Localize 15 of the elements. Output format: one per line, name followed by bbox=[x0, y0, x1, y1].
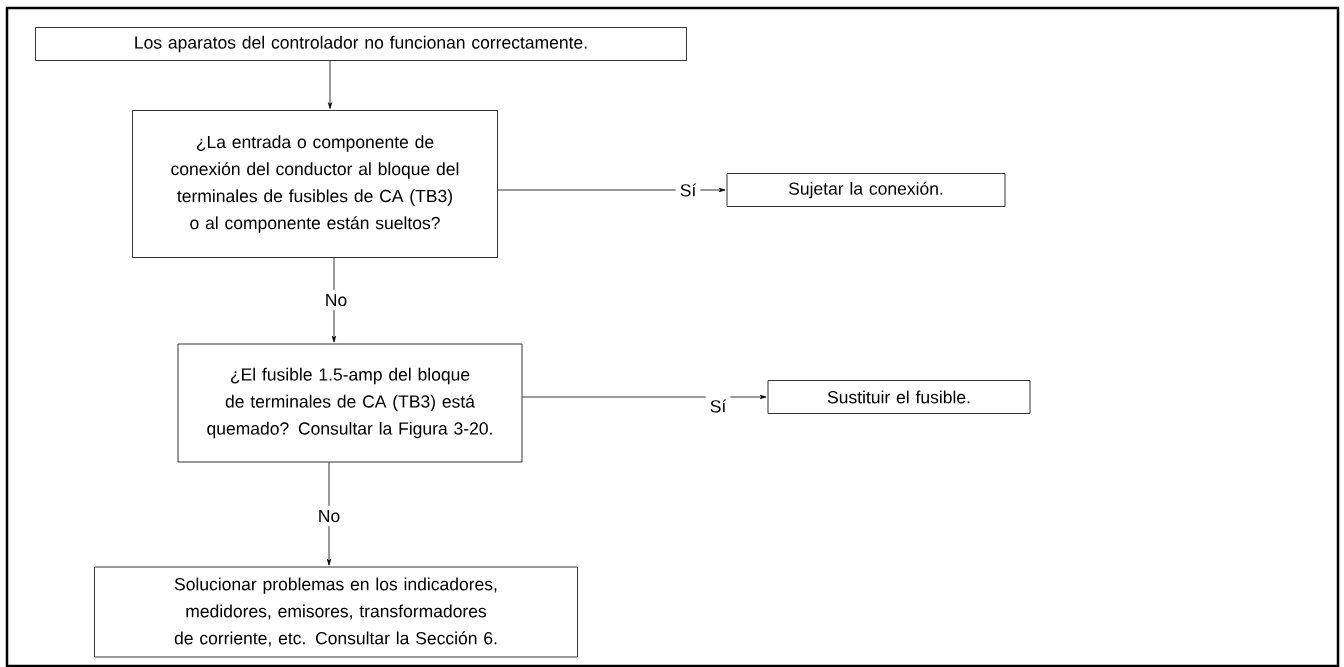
arrow bbox=[326, 462, 332, 566]
process-box: Sujetar la conexión. bbox=[726, 173, 1006, 207]
arrow bbox=[522, 394, 767, 400]
arrow bbox=[497, 187, 726, 193]
process-box: Sustituir el fusible. bbox=[767, 380, 1031, 414]
edge-label: No bbox=[320, 289, 352, 311]
edge-label: Sí bbox=[705, 395, 731, 417]
process-box: ¿La entrada o componente de conexión del conductor al bloque del terminales de fusibles de CA (TB3) o al componente están sueltos? bbox=[132, 110, 498, 258]
process-box: Solucionar problemas en los indicadores, medidores, emisores, transformadores de corriente, etc. Consultar la Sección 6. bbox=[94, 566, 578, 658]
arrow bbox=[327, 60, 333, 109]
process-box: Los aparatos del controlador no funcionan correctamente. bbox=[35, 27, 687, 61]
arrow bbox=[331, 257, 337, 343]
edge-label: Sí bbox=[675, 179, 701, 201]
process-box: ¿El fusible 1.5-amp del bloque de terminales de CA (TB3) está quemado? Consultar la Figura 3-20. bbox=[177, 343, 523, 463]
edge-label: No bbox=[313, 505, 345, 527]
